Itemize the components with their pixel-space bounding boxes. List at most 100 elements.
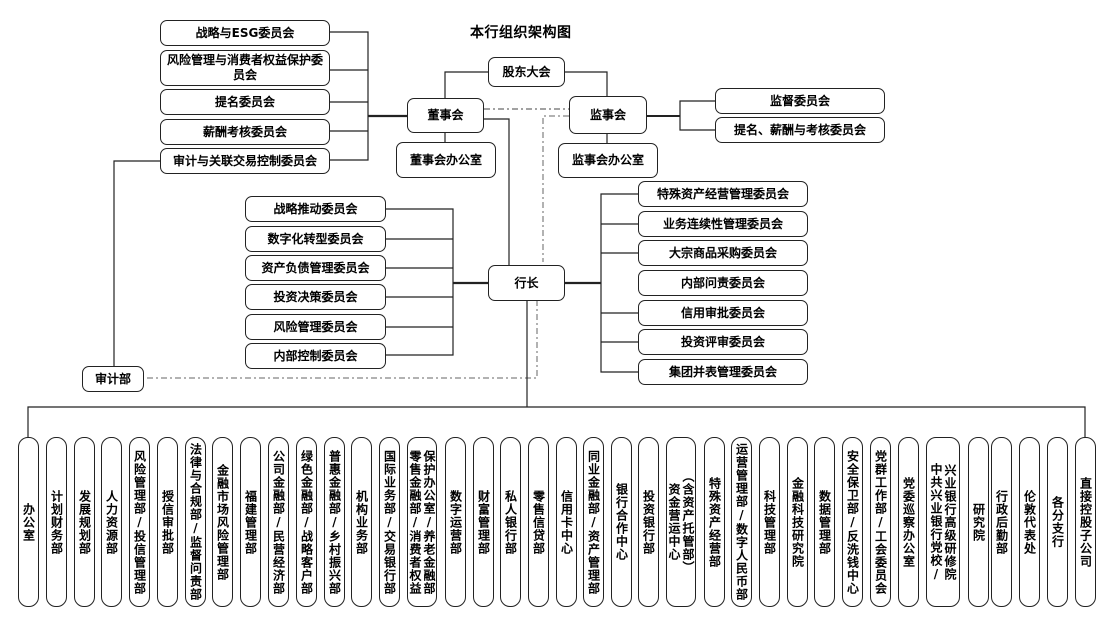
department-column[interactable]: 法律与合规部/监督问责部 (185, 437, 206, 607)
department-column[interactable]: 机构业务部 (351, 437, 372, 607)
department-label: 科技管理部 (762, 489, 777, 555)
line-board-president (484, 118, 510, 268)
department-column[interactable]: 计划财务部 (46, 437, 67, 607)
department-column[interactable]: 投资银行部 (638, 437, 659, 607)
department-column[interactable]: 安全保卫部/反洗钱中心 (842, 437, 863, 607)
president-committee[interactable]: 资产负债管理委员会 (245, 255, 386, 281)
department-label: 金融市场风险管理部 (215, 463, 230, 581)
department-label: 特殊资产经营部 (707, 476, 722, 568)
line-supervisors-dashed (542, 115, 569, 262)
president-committee[interactable]: 投资决策委员会 (245, 284, 386, 310)
president-committee[interactable]: 大宗商品采购委员会 (638, 240, 808, 266)
department-label: 普惠金融部/乡村振兴部 (327, 449, 342, 595)
board-committee[interactable]: 风险管理与消费者权益保护委员会 (160, 50, 330, 86)
department-column[interactable]: 运营管理部/数字人民币部 (731, 437, 752, 607)
department-column[interactable]: 金融科技研究院 (787, 437, 808, 607)
department-label: 各分支行 (1050, 496, 1065, 548)
department-column[interactable]: 授信审批部 (157, 437, 178, 607)
department-column[interactable]: 数字运营部 (445, 437, 466, 607)
department-column[interactable]: 研究院 (968, 437, 989, 607)
department-column[interactable]: 零售金融部/消费者权益保护办公室/养老金融部 (407, 437, 437, 607)
department-column[interactable]: 风险管理部/投信管理部 (129, 437, 150, 607)
line-departments-bus (27, 406, 1086, 437)
department-label: 私人银行部 (503, 489, 518, 555)
department-label: 发展规划部 (77, 489, 92, 555)
department-label: 授信审批部 (160, 489, 175, 555)
president-committee[interactable]: 集团并表管理委员会 (638, 359, 808, 385)
department-label: 国际业务部/交易银行部 (382, 449, 397, 595)
node-audit-dept[interactable]: 审计部 (82, 366, 144, 392)
president-committee[interactable]: 内部控制委员会 (245, 343, 386, 369)
department-column[interactable]: 金融市场风险管理部 (212, 437, 233, 607)
department-column[interactable]: 数据管理部 (814, 437, 835, 607)
department-column[interactable]: 私人银行部 (500, 437, 521, 607)
department-column[interactable]: 信用卡中心 (556, 437, 577, 607)
president-committee[interactable]: 信用审批委员会 (638, 300, 808, 326)
department-column[interactable]: 绿色金融部/战略客户部 (296, 437, 317, 607)
board-committee[interactable]: 战略与ESG委员会 (160, 20, 330, 46)
department-column[interactable]: 资金营运中心（含资产托管部） (666, 437, 696, 607)
president-committee[interactable]: 数字化转型委员会 (245, 226, 386, 252)
department-label: 直接控股子公司 (1078, 476, 1093, 568)
department-label: 公司金融部/民营经济部 (271, 449, 286, 595)
president-committee[interactable]: 内部问责委员会 (638, 270, 808, 296)
president-committee[interactable]: 特殊资产经营管理委员会 (638, 181, 808, 207)
department-column[interactable]: 普惠金融部/乡村振兴部 (324, 437, 345, 607)
department-column[interactable]: 行政后勤部 (991, 437, 1012, 607)
department-label: 计划财务部 (49, 489, 64, 555)
department-label: 人力资源部 (104, 489, 119, 555)
department-column[interactable]: 伦敦代表处 (1019, 437, 1040, 607)
department-column[interactable]: 直接控股子公司 (1075, 437, 1096, 607)
department-column[interactable]: 各分支行 (1047, 437, 1068, 607)
node-president[interactable]: 行长 (488, 265, 565, 301)
department-column[interactable]: 党委巡察办公室 (898, 437, 919, 607)
board-committee[interactable]: 提名委员会 (160, 89, 330, 115)
department-label: 零售金融部/消费者权益 (408, 449, 422, 595)
department-label: 法律与合规部/监督问责部 (188, 443, 203, 601)
line-shareholders-board (444, 71, 488, 109)
department-column[interactable]: 特殊资产经营部 (704, 437, 725, 607)
department-column[interactable]: 财富管理部 (473, 437, 494, 607)
department-label: 党委巡察办公室 (901, 476, 916, 568)
department-label: 研究院 (971, 502, 986, 542)
line-audit-committee-dept (113, 160, 160, 366)
supervisor-committee[interactable]: 监督委员会 (715, 88, 885, 114)
department-label: 机构业务部 (354, 489, 369, 555)
line-shareholders-supervisors (565, 71, 608, 96)
president-committee[interactable]: 业务连续性管理委员会 (638, 211, 808, 237)
president-committee[interactable]: 投资评审委员会 (638, 329, 808, 355)
department-label: 银行合作中心 (614, 483, 629, 561)
department-label: 投资银行部 (641, 489, 656, 555)
department-column[interactable]: 党群工作部/工会委员会 (870, 437, 891, 607)
department-column[interactable]: 办公室 (18, 437, 39, 607)
department-column[interactable]: 中共兴业银行党校/兴业银行高级研修院 (926, 437, 960, 607)
line-president-audit-dashed (144, 300, 538, 379)
department-column[interactable]: 同业金融部/资产管理部 (583, 437, 604, 607)
node-board[interactable]: 董事会 (407, 98, 484, 133)
node-supervisors[interactable]: 监事会 (569, 96, 647, 134)
department-column[interactable]: 银行合作中心 (611, 437, 632, 607)
president-committee[interactable]: 风险管理委员会 (245, 314, 386, 340)
department-label: 行政后勤部 (994, 489, 1009, 555)
department-label: 运营管理部/数字人民币部 (734, 443, 749, 601)
department-label: 绿色金融部/战略客户部 (299, 449, 314, 595)
board-committee[interactable]: 审计与关联交易控制委员会 (160, 148, 330, 174)
department-column[interactable]: 零售信贷部 (528, 437, 549, 607)
department-column[interactable]: 国际业务部/交易银行部 (379, 437, 400, 607)
department-column[interactable]: 科技管理部 (759, 437, 780, 607)
department-column[interactable]: 人力资源部 (101, 437, 122, 607)
president-committee[interactable]: 战略推动委员会 (245, 196, 386, 222)
supervisor-committee[interactable]: 提名、薪酬与考核委员会 (715, 117, 885, 143)
board-committee[interactable]: 薪酬考核委员会 (160, 119, 330, 145)
department-column[interactable]: 福建管理部 (240, 437, 261, 607)
department-label: 信用卡中心 (559, 489, 574, 555)
node-shareholders[interactable]: 股东大会 (488, 57, 565, 87)
line-board-committees-bus (330, 31, 369, 161)
department-column[interactable]: 发展规划部 (74, 437, 95, 607)
node-supervisors-office[interactable]: 监事会办公室 (558, 143, 658, 178)
node-board-office[interactable]: 董事会办公室 (396, 142, 496, 178)
department-label: 保护办公室/养老金融部 (422, 449, 436, 595)
department-column[interactable]: 公司金融部/民营经济部 (268, 437, 289, 607)
department-label: （含资产托管部） (681, 470, 695, 574)
chart-title: 本行组织架构图 (470, 25, 572, 41)
